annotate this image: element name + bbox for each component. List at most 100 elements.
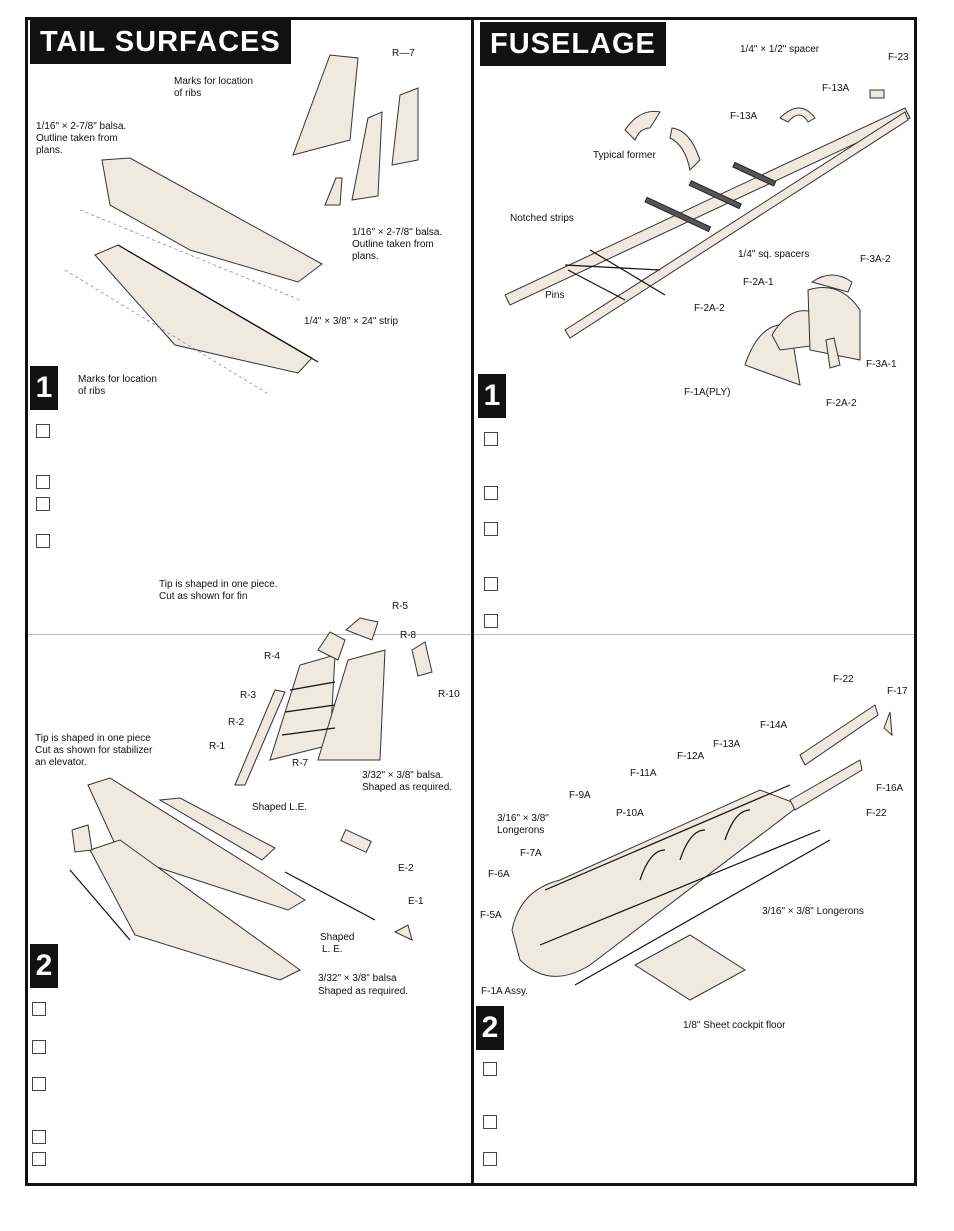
label-spacer: 1/4" × 1/2" spacer <box>740 44 820 55</box>
label-marks-ribs-bottom-1: Marks for location <box>78 374 157 385</box>
checkbox-left-1b[interactable] <box>36 475 50 489</box>
label-notched-strips: Notched strips <box>510 213 574 224</box>
label-f7a: F-7A <box>520 848 542 859</box>
label-e2: E-2 <box>398 863 414 874</box>
checkbox-left-2b[interactable] <box>32 1040 46 1054</box>
label-f11a: F-11A <box>630 768 657 779</box>
label-marks-ribs-top-1: Marks for location <box>174 76 253 87</box>
label-f12a: F-12A <box>677 751 705 762</box>
step-number-right-1: 1 <box>478 374 506 418</box>
label-balsa-plans-2: Outline taken from <box>36 133 118 144</box>
label-r1: R-1 <box>209 741 226 752</box>
checkbox-left-2e[interactable] <box>32 1152 46 1166</box>
checkbox-right-1a[interactable] <box>484 432 498 446</box>
label-r3: R-3 <box>240 690 257 701</box>
label-f16a: F-16A <box>876 783 904 794</box>
label-balsa-plans-right-1: 1/16" × 2-7/8" balsa. <box>352 227 443 238</box>
right-step-divider <box>474 634 914 635</box>
label-f3a1: F-3A-1 <box>866 359 897 370</box>
checkbox-left-1c[interactable] <box>36 497 50 511</box>
label-longerons-right: 3/16" × 3/8" Longerons <box>762 906 864 917</box>
label-f9a: F-9A <box>569 790 591 801</box>
label-f22-top: F-22 <box>833 674 854 685</box>
label-f6a: F-6A <box>488 869 510 880</box>
label-f23: F-23 <box>888 52 909 63</box>
label-f13a-step2: F-13A <box>713 739 741 750</box>
label-r10: R-10 <box>438 689 460 700</box>
checkbox-right-2c[interactable] <box>483 1152 497 1166</box>
label-r2: R-2 <box>228 717 245 728</box>
label-strip: 1/4" × 3/8" × 24" strip <box>304 316 399 327</box>
formers-drawing <box>744 274 861 386</box>
fin-framework-drawing <box>234 617 433 786</box>
checkbox-left-1a[interactable] <box>36 424 50 438</box>
label-r7-step2: R-7 <box>292 758 309 769</box>
label-f13a-2: F-13A <box>730 111 758 122</box>
fuselage-assembly-drawing <box>511 704 893 1001</box>
label-f22-bottom: F-22 <box>866 808 887 819</box>
label-tip-fin-2: Cut as shown for fin <box>159 591 248 602</box>
column-divider <box>471 17 474 1186</box>
label-f1a-ply: F-1A(PLY) <box>684 387 731 398</box>
label-f1a-assy: F-1A Assy. <box>481 986 529 997</box>
label-f17: F-17 <box>887 686 908 697</box>
label-shaped-le2-1: Shaped <box>320 932 355 943</box>
section-title-tail-surfaces: TAIL SURFACES <box>30 20 291 64</box>
label-balsa-req2-2: Shaped as required. <box>318 986 409 997</box>
stabilizer-framework-drawing <box>69 777 413 981</box>
checkbox-left-2a[interactable] <box>32 1002 46 1016</box>
label-balsa-plans-right-3: plans. <box>352 251 379 262</box>
label-longerons-2: Longerons <box>497 825 545 836</box>
label-r5: R-5 <box>392 601 409 612</box>
fuselage-side-jig-drawing <box>504 89 911 339</box>
label-f14a: F-14A <box>760 720 788 731</box>
label-f2a1: F-2A-1 <box>743 277 774 288</box>
stabilizer-sheet-drawing <box>64 157 323 396</box>
label-sq-spacers: 1/4" sq. spacers <box>738 249 810 260</box>
label-marks-ribs-bottom-2: of ribs <box>78 386 106 397</box>
label-tip-stab-1: Tip is shaped in one piece <box>35 733 151 744</box>
checkbox-right-1e[interactable] <box>484 614 498 628</box>
label-f5a: F-5A <box>480 910 502 921</box>
fin-sheet-drawing <box>292 54 419 206</box>
label-marks-ribs-top-2: of ribs <box>174 88 202 99</box>
label-f2a2-top: F-2A-2 <box>694 303 725 314</box>
step-number-right-2: 2 <box>476 1006 504 1050</box>
checkbox-right-1d[interactable] <box>484 577 498 591</box>
section-title-fuselage: FUSELAGE <box>480 22 666 66</box>
label-f2a2-bottom: F-2A-2 <box>826 398 857 409</box>
label-cockpit-floor: 1/8" Sheet cockpit floor <box>683 1020 786 1031</box>
checkbox-right-1c[interactable] <box>484 522 498 536</box>
step-number-left-1: 1 <box>30 366 58 410</box>
label-balsa-plans-1: 1/16" × 2-7/8" balsa. <box>36 121 127 132</box>
label-tip-fin-1: Tip is shaped in one piece. <box>159 579 278 590</box>
label-balsa-plans-3: plans. <box>36 145 63 156</box>
checkbox-right-1b[interactable] <box>484 486 498 500</box>
checkbox-left-2d[interactable] <box>32 1130 46 1144</box>
checkbox-left-1d[interactable] <box>36 534 50 548</box>
label-balsa-req2-1: 3/32" × 3/8" balsa <box>318 973 397 984</box>
label-e1: E-1 <box>408 896 424 907</box>
label-f3a2: F-3A-2 <box>860 254 891 265</box>
label-shaped-le2-2: L. E. <box>322 944 343 955</box>
label-r7-step1: R—7 <box>392 48 415 59</box>
label-pins: Pins <box>545 290 565 301</box>
label-p10a: P-10A <box>616 808 644 819</box>
label-shaped-le: Shaped L.E. <box>252 802 308 813</box>
left-step-divider <box>28 634 471 635</box>
checkbox-left-2c[interactable] <box>32 1077 46 1091</box>
label-balsa-req-2: Shaped as required. <box>362 782 453 793</box>
label-r8: R-8 <box>400 630 417 641</box>
label-f13a-1: F-13A <box>822 83 850 94</box>
step-number-left-2: 2 <box>30 944 58 988</box>
checkbox-right-2a[interactable] <box>483 1062 497 1076</box>
label-typical-former: Typical former <box>593 150 656 161</box>
label-tip-stab-3: an elevator. <box>35 757 87 768</box>
label-r4: R-4 <box>264 651 281 662</box>
label-longerons-1: 3/16" × 3/8" <box>497 813 549 824</box>
label-tip-stab-2: Cut as shown for stabilizer <box>35 745 153 756</box>
label-balsa-req-1: 3/32" × 3/8" balsa. <box>362 770 444 781</box>
label-balsa-plans-right-2: Outline taken from <box>352 239 434 250</box>
checkbox-right-2b[interactable] <box>483 1115 497 1129</box>
